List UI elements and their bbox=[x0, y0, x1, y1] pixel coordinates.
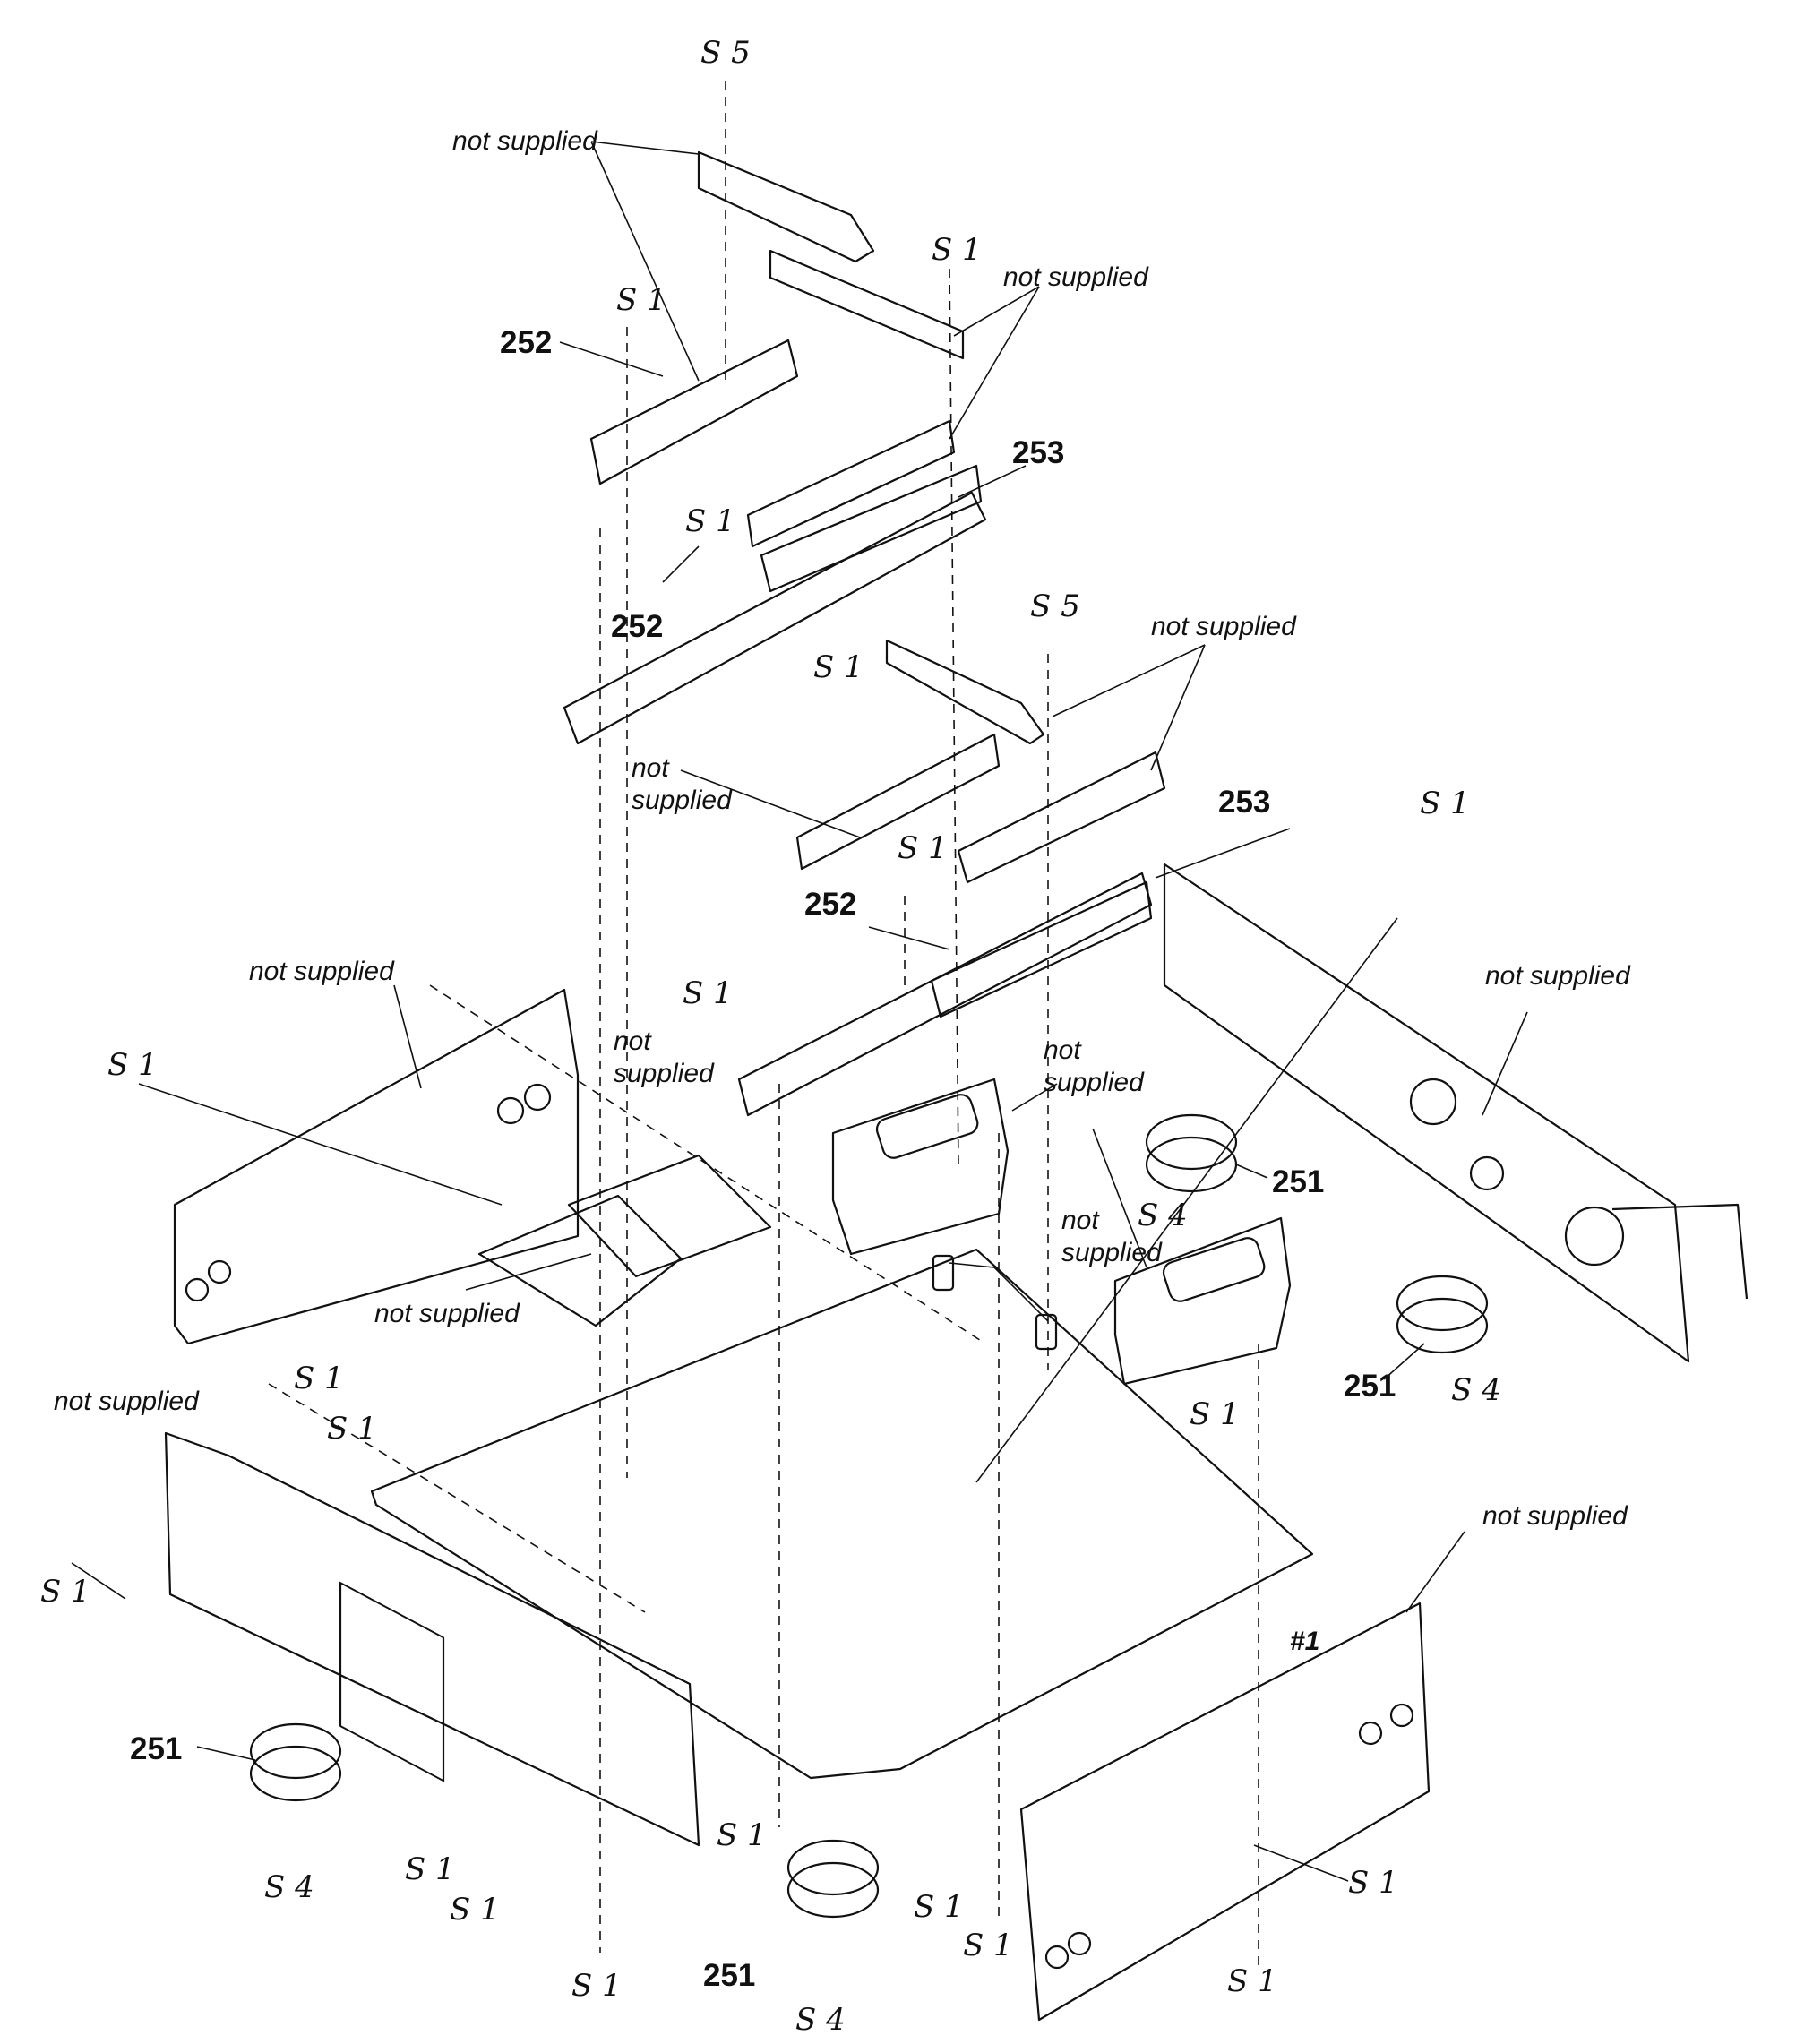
screw-label-s1-d: S 1 bbox=[813, 649, 864, 685]
right-side-panel bbox=[1163, 863, 1690, 1363]
screw-label-s1-m: S 1 bbox=[405, 1851, 455, 1887]
screw-label-s1-g: S 1 bbox=[683, 975, 733, 1011]
screw-label-s1-e: S 1 bbox=[898, 830, 948, 866]
screw-label-s1-q: S 1 bbox=[963, 1928, 1013, 1963]
screw-label-s1-c: S 1 bbox=[685, 503, 735, 539]
not-supplied-label-10: not supplied bbox=[374, 1299, 520, 1328]
screw-label-s1-k: S 1 bbox=[1190, 1396, 1240, 1432]
right-handle-bracket bbox=[1113, 1216, 1292, 1386]
upper-cross-bar-web bbox=[760, 464, 983, 593]
top-bracket bbox=[697, 150, 875, 263]
screw-label-s1-f: S 1 bbox=[1420, 786, 1470, 821]
part-number-252-c: 252 bbox=[804, 887, 857, 922]
part-number-251-a: 251 bbox=[1272, 1164, 1325, 1199]
screw-label-s1-t: S 1 bbox=[1227, 1963, 1277, 1999]
upper-left-rail bbox=[589, 339, 799, 485]
upper-right-rail bbox=[746, 419, 956, 548]
foot-251-upper-right bbox=[1145, 1113, 1238, 1171]
screw-label-s1-a: S 1 bbox=[932, 232, 982, 268]
center-plate-back bbox=[567, 1154, 772, 1278]
screw-label-s4-c: S 4 bbox=[264, 1869, 314, 1905]
screw-label-s1-b: S 1 bbox=[616, 282, 666, 318]
base-plate bbox=[370, 1248, 1314, 1780]
foot-251-left bbox=[249, 1722, 342, 1780]
not-supplied-label-11: not supplied bbox=[54, 1387, 199, 1416]
screw-label-s1-s: S 1 bbox=[571, 1968, 622, 2004]
middle-left-rail bbox=[795, 733, 1001, 871]
screw-label-hash1: #1 bbox=[1290, 1627, 1320, 1656]
screw-label-s1-n: S 1 bbox=[450, 1892, 500, 1928]
lower-cross-bar bbox=[737, 872, 1153, 1117]
part-number-253-b: 253 bbox=[1218, 785, 1271, 820]
screw-label-s1-h: S 1 bbox=[107, 1047, 158, 1083]
screw-label-s4-a: S 4 bbox=[1138, 1198, 1188, 1233]
part-number-252-b: 252 bbox=[611, 609, 664, 644]
screw-label-s1-o: S 1 bbox=[717, 1817, 767, 1853]
screw-label-s5-middle: S 5 bbox=[1030, 588, 1080, 624]
left-side-panel bbox=[173, 988, 580, 1345]
part-number-251-d: 251 bbox=[703, 1958, 756, 1993]
left-handle-bracket bbox=[831, 1078, 1010, 1256]
screw-label-s1-p: S 1 bbox=[914, 1889, 964, 1925]
screw-label-s1-j: S 1 bbox=[327, 1411, 377, 1447]
rear-panel bbox=[1019, 1602, 1431, 2022]
middle-bracket bbox=[885, 639, 1045, 745]
not-supplied-label-1: not supplied bbox=[452, 126, 597, 156]
not-supplied-label-8: not supplied bbox=[1044, 1035, 1144, 1097]
part-number-251-c: 251 bbox=[130, 1731, 183, 1766]
not-supplied-label-3: not supplied bbox=[1151, 612, 1296, 641]
not-supplied-label-7: not supplied bbox=[1485, 961, 1630, 991]
not-supplied-label-9: not supplied bbox=[1061, 1206, 1162, 1267]
center-plate-front bbox=[477, 1194, 683, 1327]
front-panel bbox=[164, 1431, 700, 1847]
not-supplied-label-12: not supplied bbox=[1482, 1501, 1628, 1531]
not-supplied-label-5: not supplied bbox=[249, 957, 394, 986]
part-number-251-b: 251 bbox=[1344, 1369, 1396, 1404]
not-supplied-label-6: not supplied bbox=[614, 1026, 714, 1088]
not-supplied-label-2: not supplied bbox=[1003, 262, 1148, 292]
screw-label-s5-top: S 5 bbox=[700, 35, 751, 71]
lower-cross-bar-web bbox=[930, 880, 1153, 1018]
part-number-253-a: 253 bbox=[1012, 435, 1065, 470]
screw-label-s1-r: S 1 bbox=[1348, 1865, 1398, 1901]
not-supplied-label-4: not supplied bbox=[632, 753, 732, 815]
foot-251-bottom bbox=[786, 1839, 880, 1896]
part-number-252-a: 252 bbox=[500, 325, 553, 360]
screw-label-s4-b: S 4 bbox=[1451, 1372, 1501, 1408]
upper-cross-bar bbox=[563, 491, 987, 745]
top-rail-plate bbox=[769, 249, 965, 360]
middle-right-rail bbox=[957, 751, 1166, 884]
foot-251-right bbox=[1396, 1275, 1489, 1332]
screw-label-s1-l: S 1 bbox=[40, 1574, 90, 1610]
screw-label-s4-d: S 4 bbox=[795, 2002, 846, 2038]
screw-label-s1-i: S 1 bbox=[294, 1361, 344, 1396]
